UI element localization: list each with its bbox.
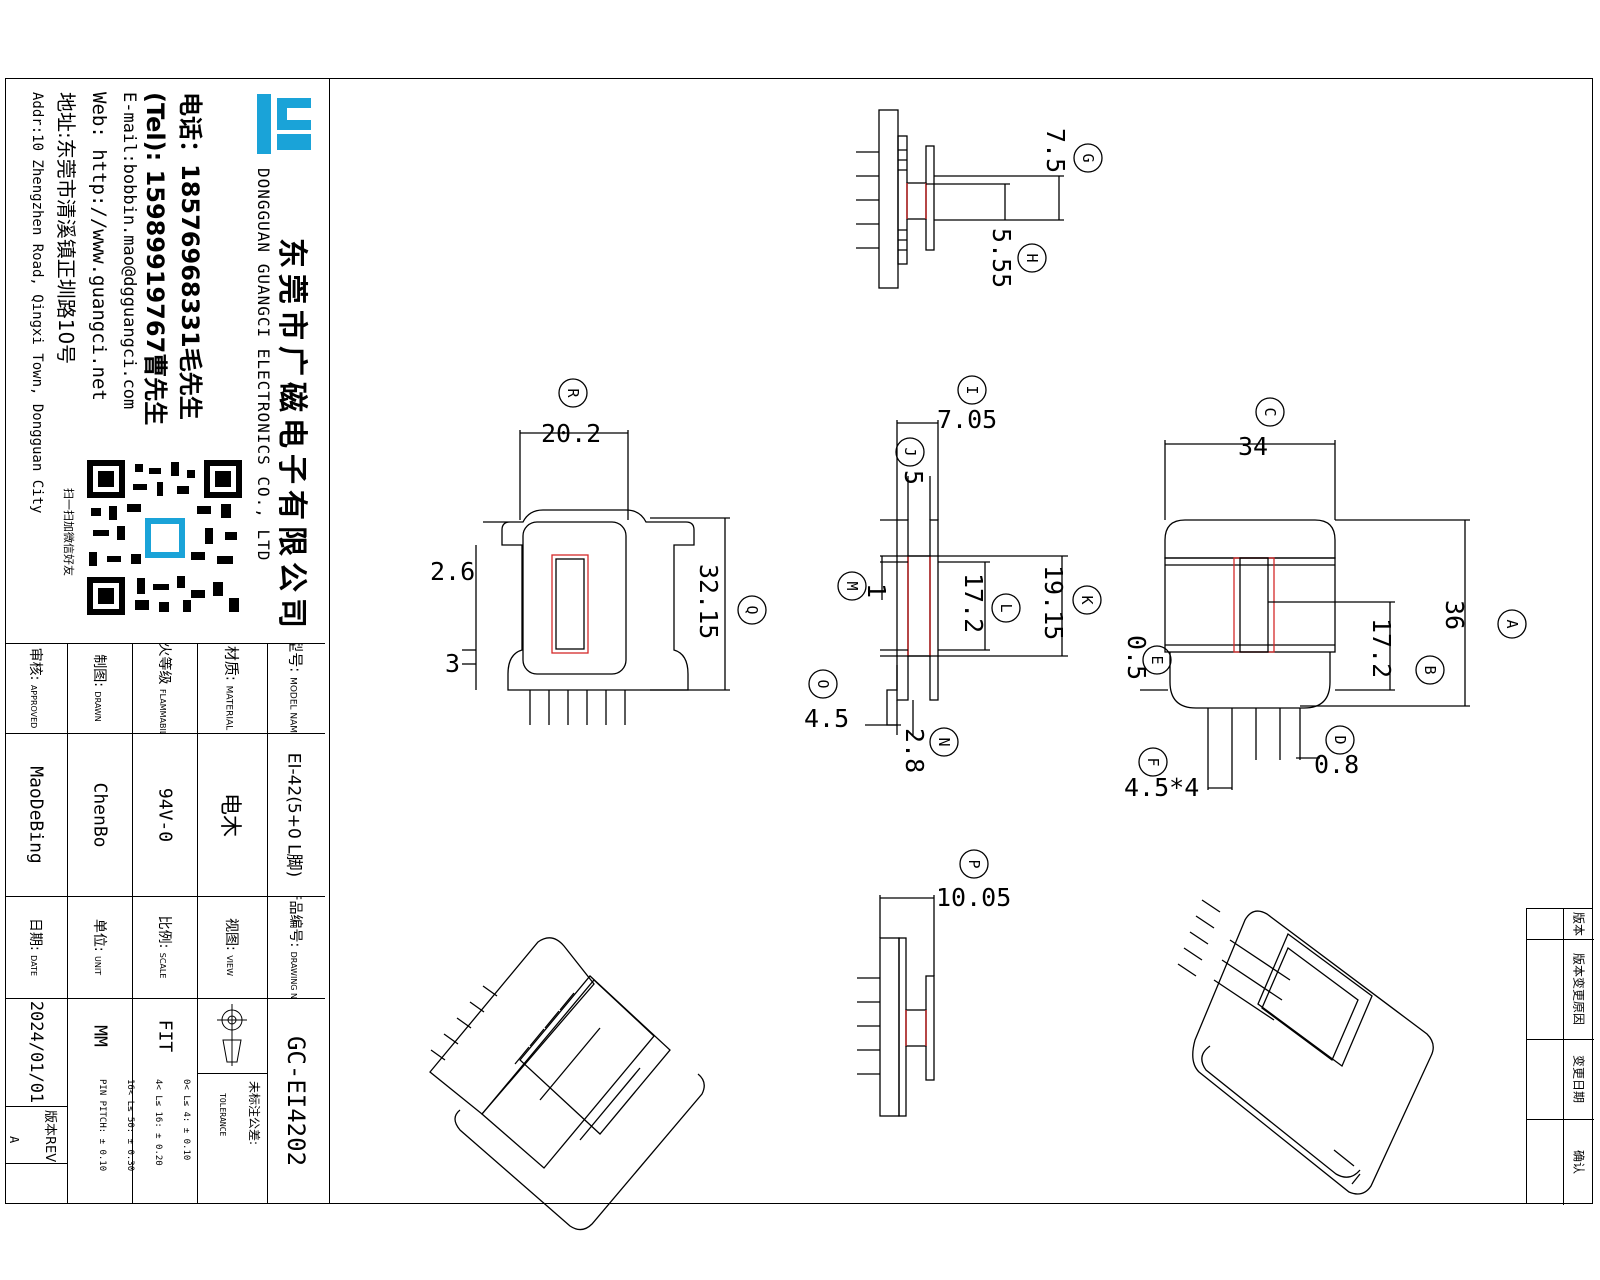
logo-graphic [257,94,311,154]
dim-H: 5.55 [987,228,1016,288]
dim-N: 2.8 [900,728,929,773]
balloon-D: D [1331,735,1349,744]
balloon-F: F [1144,757,1162,766]
dim-P: 10.05 [936,883,1011,912]
dim-I: 7.05 [937,405,997,434]
dim-G: 7.5 [1041,128,1070,173]
revision-table: 版本 版本变更原因 变更日期 确认 [1526,908,1594,1205]
balloon-B: B [1421,665,1439,674]
projection-icon [217,1004,247,1066]
dim-D: 0.8 [1314,750,1359,779]
top-side-view [856,109,1103,289]
dim-O: 4.5 [804,704,849,733]
wechat-qr-code [87,460,242,615]
info-table: 型号: MODEL NAME EI-42(5+0 L脚) 材质: MATERIA… [5,643,325,1204]
dim-J: 5 [899,470,928,485]
dim-3: 3 [445,649,460,678]
balloon-J: J [901,447,919,456]
right-front-view [1138,397,1527,790]
projection-symbol [197,998,267,1073]
balloon-M: M [843,581,861,590]
dim-Q: 32.15 [694,564,723,639]
dim-B: 17.2 [1367,618,1396,678]
company-header: 东莞市广磁电子有限公司 DONGGUAN GUANGCI ELECTRONICS… [5,78,325,644]
balloon-P: P [965,859,983,868]
dim-M: 1 [862,583,891,598]
dim-E: 0.5 [1122,635,1151,680]
balloon-A: A [1503,619,1521,628]
balloon-L: L [997,603,1015,612]
balloon-G: G [1079,153,1097,162]
balloon-E: E [1148,655,1166,664]
isometric-view-left [429,937,705,1231]
balloon-O: O [814,679,832,688]
bottom-side-view [857,849,989,1117]
qr-graphic [87,460,242,615]
dim-K: 19.15 [1039,565,1068,640]
dimension-values: 7.5 5.55 20.2 32.15 2.6 3 7.05 5 19.15 1… [430,128,1469,912]
balloon-R: R [564,388,582,398]
balloon-H: H [1023,253,1041,262]
balloon-labels: G H R Q I J K L M O N C A B E D F P [564,153,1521,868]
dim-C: 34 [1238,432,1268,461]
isometric-view-right [1177,899,1434,1195]
balloon-K: K [1078,595,1096,604]
dim-A: 36 [1440,600,1469,630]
dim-F: 4.5*4 [1124,773,1199,802]
title-block: 东莞市广磁电子有限公司 DONGGUAN GUANGCI ELECTRONICS… [5,78,330,1204]
dim-2-6: 2.6 [430,557,475,586]
balloon-C: C [1261,407,1279,416]
left-front-view [462,378,767,725]
balloon-Q: Q [743,605,761,614]
dim-R: 20.2 [541,419,601,448]
drawing-frame [5,78,1593,1204]
middle-side-view [808,375,1102,757]
company-logo [255,92,317,158]
balloon-N: N [935,737,953,746]
balloon-I: I [963,385,981,394]
dim-L: 17.2 [959,573,988,633]
